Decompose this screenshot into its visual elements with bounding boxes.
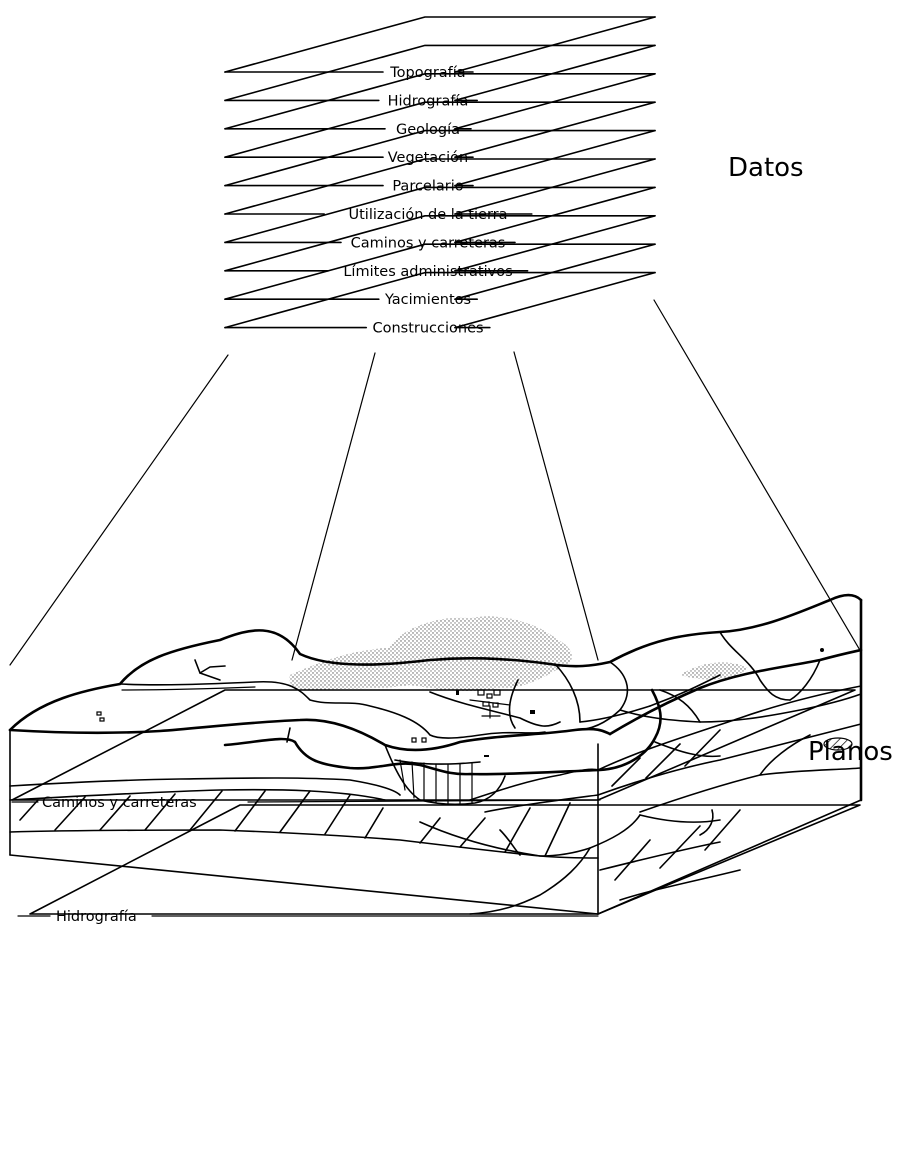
projection-lines xyxy=(10,300,861,665)
layer-sheet-right-edge xyxy=(455,45,655,100)
layer-sheet-right-edge xyxy=(455,131,655,186)
layer-label: Yacimientos xyxy=(384,292,471,308)
plane-label-hydrography-text: Hidrografía xyxy=(56,909,137,925)
data-layer: Topografía xyxy=(225,17,655,81)
layer-sheet-right-edge xyxy=(455,159,655,214)
plane-label-roads-text: Caminos y carreteras xyxy=(42,795,197,811)
settlement-features xyxy=(97,690,535,757)
layer-label: Construcciones xyxy=(372,321,483,337)
layer-label: Límites administrativos xyxy=(343,264,512,280)
layer-sheet-right-edge xyxy=(455,273,655,328)
plane-label-hydrography: Hidrografía xyxy=(18,909,598,925)
vegetation-area xyxy=(289,616,572,691)
valley-fill-lines xyxy=(400,760,472,804)
data-title: Datos xyxy=(728,153,804,183)
data-layers-stack: TopografíaHidrografíaGeologíaVegetaciónP… xyxy=(225,17,655,337)
layer-sheet-right-edge xyxy=(455,17,655,72)
layer-sheet-right-edge xyxy=(455,102,655,157)
plane-hydrography xyxy=(30,805,860,914)
layer-sheet-right-edge xyxy=(455,74,655,129)
terrain-block xyxy=(10,595,861,914)
